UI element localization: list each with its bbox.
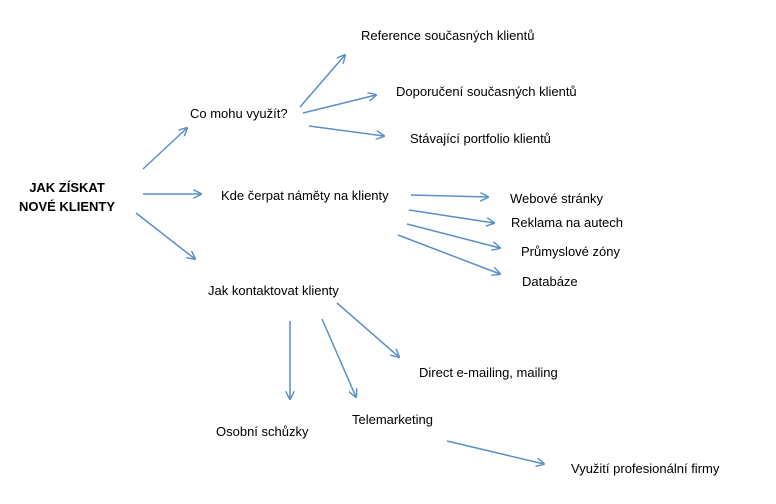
root-line-1: JAK ZÍSKAT: [29, 180, 105, 195]
arrow-ideas-to-car-ads: [408, 209, 494, 223]
use-item-portfolio: Stávající portfolio klientů: [410, 131, 551, 146]
telemarketing-sub-item: Využití profesionální firmy: [571, 461, 720, 476]
root-topic: JAK ZÍSKAT NOVÉ KLIENTY: [16, 178, 118, 216]
arrow-root-to-use: [142, 128, 187, 170]
contact-item-mailing: Direct e-mailing, mailing: [419, 365, 558, 380]
root-line-2: NOVÉ KLIENTY: [18, 199, 116, 214]
arrow-telemarketing-to-firm: [446, 440, 544, 464]
arrow-use-to-reference: [299, 55, 345, 108]
arrow-use-to-recommendation: [302, 95, 376, 114]
arrow-ideas-to-database: [397, 234, 500, 274]
arrow-ideas-to-web: [410, 195, 488, 197]
branch-ideas: Kde čerpat náměty na klienty: [221, 188, 389, 203]
ideas-item-car-ads: Reklama na autech: [511, 215, 624, 230]
arrow-use-to-portfolio: [308, 125, 384, 136]
branch-use: Co mohu využít?: [190, 106, 288, 121]
ideas-item-database: Databáze: [522, 274, 578, 289]
use-item-reference: Reference současných klientů: [361, 28, 535, 43]
ideas-item-web: Webové stránky: [510, 191, 603, 206]
use-item-recommendation: Doporučení současných klientů: [396, 84, 577, 99]
contact-item-meetings: Osobní schůzky: [216, 424, 309, 439]
arrow-ideas-to-industrial: [406, 223, 500, 248]
arrow-contact-to-mailing: [336, 302, 399, 357]
contact-item-telemarketing: Telemarketing: [352, 412, 433, 427]
arrow-root-to-contact: [135, 212, 195, 259]
arrow-contact-to-telemarketing: [321, 318, 356, 397]
branch-contact: Jak kontaktovat klienty: [208, 283, 339, 298]
ideas-item-industrial: Průmyslové zóny: [521, 244, 620, 259]
